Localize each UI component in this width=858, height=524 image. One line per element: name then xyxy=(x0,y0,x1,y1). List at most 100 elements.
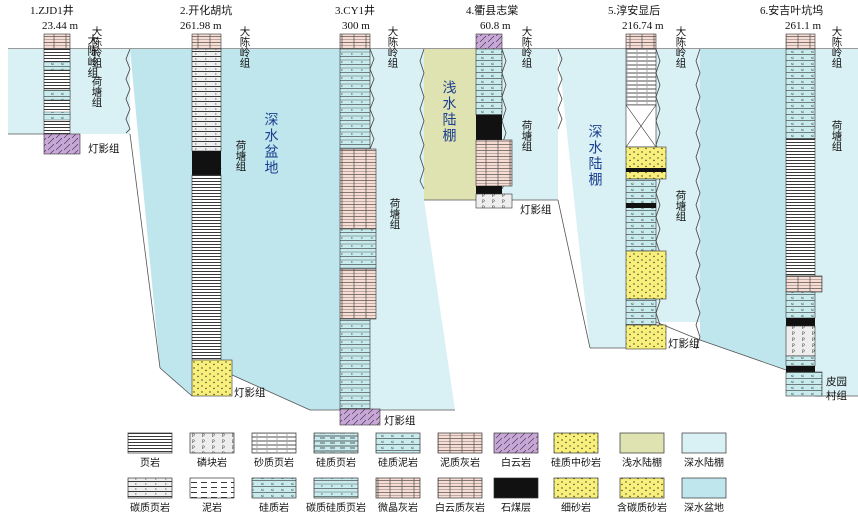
column-headers: 1.ZJD1井 23.44 m 2.开化胡坑 261.98 m 3.CY1井 3… xyxy=(30,3,823,32)
formation-label-dengying: 灯影组 xyxy=(520,203,552,216)
formation-label: 荷塘组 xyxy=(235,140,246,172)
facies-boundaries xyxy=(8,133,858,411)
legend-label-sandy-shale: 砂质页岩 xyxy=(254,456,294,469)
column-thickness: 216.74 m xyxy=(622,20,664,32)
legend-label-shale: 页岩 xyxy=(140,456,160,469)
legend-swatch-siliceous-mudstone xyxy=(375,432,421,454)
deep-shelf-area-5 xyxy=(558,49,626,348)
column-quxian xyxy=(475,33,513,209)
legend-swatch-argillaceous-limestone xyxy=(437,432,483,454)
formation-label: 荷塘组 xyxy=(675,190,686,222)
legend-swatch-deep-shelf xyxy=(681,432,727,454)
legend-label-deep-shelf: 深水陆棚 xyxy=(684,456,724,469)
column-cy1 xyxy=(339,33,381,426)
legend-label-argillaceous-limestone: 泥质灰岩 xyxy=(440,456,480,469)
formation-label-group: 大陈岭组 荷塘组 大陈岭组 荷塘组 大陈岭组 荷塘组 大陈岭组 荷塘组 大陈岭组… xyxy=(91,25,842,229)
column-title: 5.淳安显后 xyxy=(608,3,660,17)
formation-label: 荷塘组 xyxy=(521,120,532,152)
legend-swatch-dolomitic-limestone xyxy=(437,477,483,499)
formation-label: 荷塘组 xyxy=(831,120,842,152)
column-thickness: 261.1 m xyxy=(785,20,822,32)
deep-shelf-area-7 xyxy=(815,49,858,396)
legend-label-deep-basin: 深水盆地 xyxy=(684,501,724,514)
formation-label: 大陈岭组 xyxy=(831,25,842,68)
deep-shelf-area-6 xyxy=(656,49,700,322)
column-anji xyxy=(785,33,823,397)
legend-label-shallow-shelf: 浅水陆棚 xyxy=(622,456,662,469)
facies-label-shallow-shelf: 浅水陆棚 xyxy=(441,80,457,144)
legend-label-phosphorite: 磷块岩 xyxy=(197,456,227,469)
legend-swatch-sandy-shale xyxy=(251,432,297,454)
column-title: 1.ZJD1井 xyxy=(30,3,74,17)
facies-areas xyxy=(8,49,858,410)
legend-label-siliceous-mudstone: 硅质泥岩 xyxy=(378,456,418,469)
legend-label-fine-sandstone: 细砂岩 xyxy=(561,501,591,514)
column-title: 2.开化胡坑 xyxy=(180,3,232,17)
formation-labels: 大陈岭组 xyxy=(86,33,99,78)
formation-dachenling: 大陈岭组 xyxy=(86,33,99,78)
legend-label-coal: 石煤层 xyxy=(501,501,531,514)
facies-label-deep-basin: 深水盆地 xyxy=(263,112,279,176)
column-kaihua xyxy=(191,33,233,397)
deep-basin-area-1 xyxy=(130,49,192,396)
legend-label-micritic-limestone: 微晶灰岩 xyxy=(378,501,418,514)
formation-label-piyuancun-b: 村组 xyxy=(826,389,847,402)
formation-label-horizontal: 灯影组 灯影组 灯影组 灯影组 灯影组 xyxy=(88,142,700,427)
column-thickness: 300 m xyxy=(342,20,370,32)
legend-swatch-siliceous-shale xyxy=(313,432,359,454)
formation-label: 大陈岭组 xyxy=(91,25,102,68)
column-title: 3.CY1井 xyxy=(335,3,375,17)
legend-label-siliceous-sandstone: 硅质中砂岩 xyxy=(551,456,601,469)
facies-label-deep-shelf: 深水陆棚 xyxy=(587,124,603,188)
formation-label-piyuancun-a: 皮园 xyxy=(826,375,847,388)
legend-label-mudstone: 泥岩 xyxy=(202,501,222,514)
formation-label: 荷塘组 xyxy=(389,198,400,230)
formation-label: 大陈岭组 xyxy=(675,25,686,68)
column-title: 4.衢县志棠 xyxy=(466,4,518,17)
legend-swatch-siliceous-sandstone xyxy=(553,432,599,454)
formation-label-dengying: 灯影组 xyxy=(384,414,416,427)
deep-basin-area-3 xyxy=(700,49,786,370)
legend-swatch-carbonaceous-shale xyxy=(127,477,173,499)
legend-swatch-dolomite xyxy=(493,432,539,454)
legend-label-siliceous-rock: 硅质岩 xyxy=(259,501,289,514)
formation-label: 大陈岭组 xyxy=(387,25,398,68)
deep-shelf-area-2 xyxy=(70,49,130,134)
formation-label-dengying: 灯影组 xyxy=(88,142,120,155)
formation-label: 大陈岭组 xyxy=(521,25,532,68)
formation-label-dengying: 灯影组 xyxy=(668,337,700,350)
formation-label: 荷塘组 xyxy=(91,76,102,108)
legend-swatch-shallow-shelf xyxy=(619,432,665,454)
legend-label-siliceous-shale: 硅质页岩 xyxy=(316,456,356,469)
legend-swatch-fine-sandstone xyxy=(553,477,599,499)
legend-label-carbonaceous-shale: 碳质页岩 xyxy=(130,501,170,514)
legend-swatch-phosphorite xyxy=(189,432,235,454)
column-title: 6.安吉叶坑坞 xyxy=(760,3,823,17)
formation-label: 大陈岭组 xyxy=(239,25,250,68)
legend-swatch-deep-basin xyxy=(681,477,727,499)
legend: 页岩 磷块岩 砂质页岩 硅质页岩 硅质泥岩 泥质灰岩 白云岩 硅质中砂岩 浅水陆棚 深水陆棚碳质页… xyxy=(127,432,727,514)
deep-shelf-area-3 xyxy=(370,49,455,410)
legend-swatch-micritic-limestone xyxy=(375,477,421,499)
legend-swatch-carbonaceous-siliceous-shale xyxy=(313,477,359,499)
deep-shelf-area-4 xyxy=(502,49,558,200)
legend-label-carbonaceous-sandstone: 含碳质砂岩 xyxy=(617,501,667,514)
legend-label-dolomitic-limestone: 白云质灰岩 xyxy=(435,501,485,514)
formation-label-dengying: 灯影组 xyxy=(234,386,266,399)
legend-swatch-shale xyxy=(127,432,173,454)
legend-swatch-carbonaceous-sandstone xyxy=(619,477,665,499)
deep-shelf-area-1 xyxy=(8,49,44,134)
legend-swatch-siliceous-rock xyxy=(251,477,297,499)
facies-labels: 深水盆地 浅水陆棚 深水陆棚 xyxy=(263,80,603,188)
legend-swatch-mudstone xyxy=(189,477,235,499)
legend-label-carbonaceous-siliceous-shale: 碳质硅质页岩 xyxy=(306,501,366,514)
legend-label-dolomite: 白云岩 xyxy=(501,456,531,469)
deep-basin-area-2 xyxy=(221,49,340,410)
column-chunan xyxy=(625,33,667,350)
shallow-shelf-area xyxy=(424,49,476,200)
column-zjd1 xyxy=(43,33,81,155)
column-thickness: 261.98 m xyxy=(180,20,222,32)
legend-swatch-coal xyxy=(493,477,539,499)
column-thickness: 60.8 m xyxy=(480,20,511,32)
